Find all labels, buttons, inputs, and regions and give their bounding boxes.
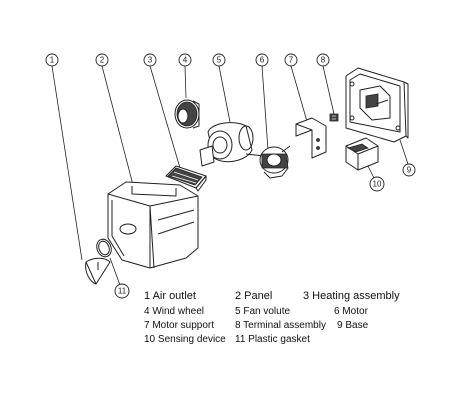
legend-sensing-device: 10 Sensing device [144,334,226,345]
part-panel-housing [107,181,199,269]
legend-terminal-assembly: 8 Terminal assembly [235,320,326,331]
part-motor-support [295,117,327,159]
legend-motor-support: 7 Motor support [144,320,214,331]
part-terminal-assembly [329,113,339,122]
svg-text:4: 4 [183,56,188,65]
part-base-plate [345,67,409,143]
svg-text:2: 2 [100,56,105,65]
callout-2: 2 [95,53,109,67]
part-heating-assembly [165,165,207,192]
svg-text:3: 3 [148,56,153,65]
svg-text:7: 7 [289,56,294,65]
svg-text:5: 5 [217,56,222,65]
callout-5: 5 [212,53,226,67]
legend-panel: 2 Panel [235,290,272,302]
part-motor [245,145,291,179]
part-air-outlet [85,257,111,285]
svg-text:1: 1 [50,56,55,65]
callout-10: 10 [369,176,385,192]
legend-wind-wheel: 4 Wind wheel [144,306,204,317]
leader-lines [51,65,409,286]
svg-text:11: 11 [118,287,127,296]
part-fan-volute [199,122,254,167]
svg-text:6: 6 [260,56,265,65]
callout-1: 1 [45,53,59,67]
svg-text:10: 10 [373,180,382,189]
legend-base: 9 Base [337,320,369,331]
callout-7: 7 [284,53,298,67]
legend-heating-assembly: 3 Heating assembly [303,290,400,302]
callout-4: 4 [178,53,192,67]
callout-6: 6 [255,53,269,67]
svg-text:9: 9 [407,166,412,175]
callout-3: 3 [143,53,157,67]
legend-plastic-gasket: 11 Plastic gasket [235,334,310,345]
callout-8: 8 [316,53,330,67]
parts-legend: 1 Air outlet 2 Panel 3 Heating assembly … [144,290,400,345]
legend-motor: 6 Motor [334,306,369,317]
callout-9: 9 [402,163,416,177]
svg-text:8: 8 [321,56,326,65]
part-wind-wheel [174,99,200,129]
part-sensing-device [345,137,379,171]
callout-11: 11 [114,283,130,299]
legend-air-outlet: 1 Air outlet [144,290,196,302]
legend-fan-volute: 5 Fan volute [235,306,290,317]
part-plastic-gasket [96,238,112,258]
